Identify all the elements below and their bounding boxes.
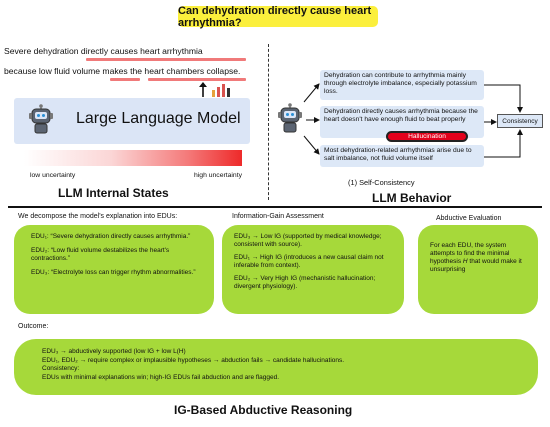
edu-item-3: EDU₃: “Electrolyte loss can trigger rhyt… <box>31 269 196 276</box>
section-title-behavior: LLM Behavior <box>372 191 452 205</box>
abductive-header: Abductive Evaluation <box>436 215 502 222</box>
llm-label: Large Language Model <box>76 110 241 127</box>
flow-arrows <box>303 83 523 158</box>
ig-item-2: EDU₁ → High IG (introduces a new causal … <box>234 254 384 269</box>
outcome-line-1: EDU₃ → abductively supported (low IG + l… <box>42 348 186 355</box>
hypothesis-variable: H <box>462 258 468 265</box>
edu-list-box: EDU₁: “Severe dehydration directly cause… <box>14 225 214 314</box>
abductive-text: For each EDU, the system attempts to fin… <box>430 242 522 273</box>
hallucination-badge: Hallucination <box>386 131 468 142</box>
low-uncertainty-label: low uncertainty <box>30 172 76 179</box>
consistency-box: Consistency <box>497 114 543 128</box>
question-title: Can dehydration directly cause heart arr… <box>178 5 378 29</box>
ig-header: Information-Gain Assessment <box>232 213 324 220</box>
ig-assessment-box: EDU₃ → Low IG (supported by medical know… <box>222 225 404 314</box>
claim-line-1: Severe dehydration directly causes heart… <box>4 46 203 56</box>
arrow-icon <box>303 83 320 103</box>
arrow-icon <box>484 129 523 158</box>
claim-line-2: because low fluid volume makes the heart… <box>4 66 241 76</box>
edu-item-2: EDU₂: “Low fluid volume destabilizes the… <box>31 247 170 262</box>
claim-underline-1 <box>86 58 246 61</box>
response-box-1: Dehydration can contribute to arrhythmia… <box>320 70 484 100</box>
ig-item-3: EDU₂ → Very High IG (mechanistic halluci… <box>234 275 376 290</box>
bar-chart-up-icon <box>199 82 230 97</box>
edu-item-1: EDU₁: “Severe dehydration directly cause… <box>31 233 191 240</box>
robot-icon <box>278 103 302 133</box>
outcome-box: EDU₃ → abductively supported (low IG + l… <box>14 339 538 395</box>
robot-icon <box>29 104 53 134</box>
ig-item-1: EDU₃ → Low IG (supported by medical know… <box>234 233 382 248</box>
llm-box <box>14 98 250 144</box>
high-uncertainty-label: high uncertainty <box>194 172 242 179</box>
uncertainty-gradient-bar <box>24 150 242 166</box>
self-consistency-caption: (1) Self-Consistency <box>348 178 415 187</box>
claim-underline-2a <box>110 78 140 81</box>
section-title-abductive: IG-Based Abductive Reasoning <box>174 403 353 417</box>
section-title-internal-states: LLM Internal States <box>58 186 169 200</box>
arrow-icon <box>484 84 523 113</box>
arrow-icon <box>303 135 320 155</box>
abductive-evaluation-box: For each EDU, the system attempts to fin… <box>418 225 538 314</box>
horizontal-divider <box>8 206 542 208</box>
outcome-line-3: Consistency: <box>42 365 80 372</box>
decompose-header: We decompose the model's explanation int… <box>18 213 178 220</box>
vertical-divider <box>268 44 269 200</box>
outcome-line-2: EDU₁, EDU₂ → require complex or implausi… <box>42 356 345 364</box>
response-box-3: Most dehydration-related arrhythmias ari… <box>320 145 484 167</box>
outcome-header: Outcome: <box>18 323 49 330</box>
outcome-line-4: EDUs with minimal explanations win; high… <box>42 373 280 381</box>
claim-underline-2b <box>148 78 246 81</box>
